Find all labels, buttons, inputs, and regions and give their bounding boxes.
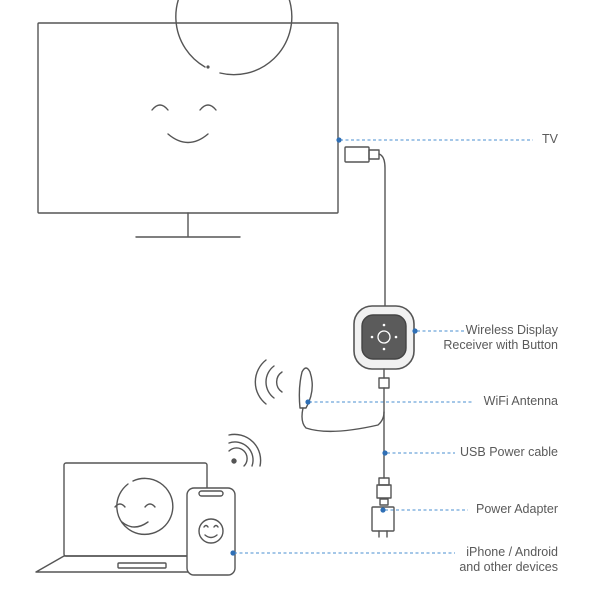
leader-dot-devices bbox=[230, 550, 236, 556]
leader-dot-usb bbox=[382, 450, 388, 456]
power-adapter-icon bbox=[371, 506, 395, 538]
label-receiver-line2: Receiver with Button bbox=[443, 338, 558, 352]
label-antenna: WiFi Antenna bbox=[484, 394, 558, 409]
receiver-icon bbox=[353, 305, 415, 370]
tv-icon bbox=[37, 22, 339, 238]
leader-dot-antenna bbox=[305, 399, 311, 405]
usb-plug-icon bbox=[376, 368, 392, 506]
antenna-signal-icon bbox=[254, 359, 283, 405]
label-devices-line1: iPhone / Android bbox=[466, 545, 558, 559]
label-receiver: Wireless Display Receiver with Button bbox=[443, 323, 558, 353]
label-devices-line2: and other devices bbox=[459, 560, 558, 574]
label-devices: iPhone / Android and other devices bbox=[459, 545, 558, 575]
label-power-adapter: Power Adapter bbox=[476, 502, 558, 517]
label-tv-text: TV bbox=[542, 132, 558, 146]
label-usb-cable: USB Power cable bbox=[460, 445, 558, 460]
phone-icon bbox=[186, 487, 236, 576]
label-receiver-line1: Wireless Display bbox=[465, 323, 558, 337]
label-antenna-text: WiFi Antenna bbox=[483, 394, 558, 408]
wifi-signal-icon bbox=[228, 433, 262, 467]
laptop-icon bbox=[35, 462, 208, 573]
hdmi-plug-icon bbox=[344, 146, 386, 309]
leader-dot-receiver bbox=[412, 328, 418, 334]
leader-dot-adapter bbox=[380, 507, 386, 513]
label-power-adapter-text: Power Adapter bbox=[476, 502, 558, 516]
tv-smiley-icon bbox=[151, 0, 293, 144]
label-tv: TV bbox=[542, 132, 558, 147]
antenna-icon bbox=[298, 367, 385, 433]
leader-dot-tv bbox=[336, 137, 342, 143]
label-usb-cable-text: USB Power cable bbox=[460, 445, 558, 459]
